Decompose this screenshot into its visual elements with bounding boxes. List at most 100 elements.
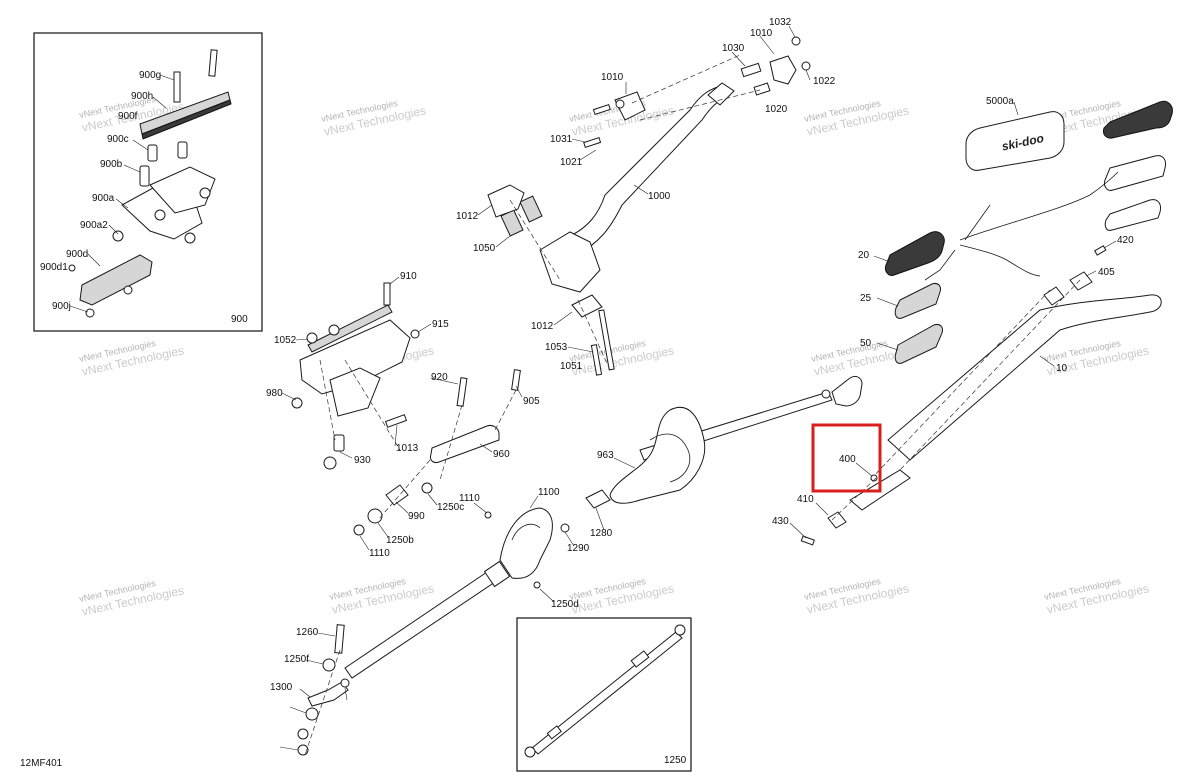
callout-1051: 1051	[560, 361, 583, 372]
rod-end-1250d	[307, 681, 349, 707]
callout-50: 50	[860, 338, 872, 349]
clamp-bolt	[615, 99, 625, 109]
lower-rod-end-stack: 1260 1250f 1300	[270, 624, 350, 756]
callout-10: 10	[1056, 363, 1068, 374]
bolt-1051	[598, 309, 615, 371]
column-cap	[707, 82, 735, 106]
callout-1030: 1030	[722, 43, 745, 54]
callout-1250b: 1280	[590, 528, 613, 539]
bushing-965	[367, 508, 383, 524]
grip-top	[1103, 100, 1173, 139]
steering-column-assembly: 1032 1010 1030 1010 1022 1020 1031 1021 …	[456, 17, 836, 376]
rod-end-bottom	[524, 746, 536, 758]
inset-1250: 1250	[516, 617, 692, 772]
figure-code: 12MF401	[20, 758, 63, 769]
heater-25	[894, 283, 941, 319]
clamp-405	[1069, 271, 1093, 291]
spacer-1052	[306, 332, 318, 344]
washer-905	[291, 397, 303, 409]
bolt-420	[1093, 245, 1107, 256]
washer-900a2	[112, 230, 124, 242]
spacer-930	[333, 434, 345, 452]
callout-1013: 1013	[396, 443, 419, 454]
inset-900-label: 900	[231, 314, 248, 325]
callout-900b: 900b	[100, 159, 123, 170]
handlebar-10	[887, 294, 1162, 461]
callout-1290: 1260	[296, 627, 319, 638]
callout-910: 910	[400, 271, 417, 282]
washer	[184, 232, 196, 244]
bracket-970	[385, 484, 409, 506]
callout-950: 1250c	[437, 502, 464, 513]
callout-963: 963	[597, 450, 614, 461]
callout-1052: 1052	[274, 335, 297, 346]
washer	[154, 209, 166, 221]
bushing-1050-b	[519, 195, 543, 223]
callout-990: 1110	[369, 548, 390, 559]
inset-900-frame	[33, 32, 263, 332]
nut-1250f	[340, 678, 350, 688]
callout-1053: 1053	[545, 342, 568, 353]
tie-rod-end	[831, 375, 863, 407]
steering-arm-963	[609, 406, 706, 504]
cover-50	[894, 324, 943, 364]
bolt-430	[800, 535, 815, 546]
handlebar-components: ski-doo 5000a 20 420 405 25 50	[858, 96, 1173, 481]
callout-1050: 1050	[473, 243, 496, 254]
rod-end-top	[674, 624, 686, 636]
grip-sleeve-b	[1104, 199, 1161, 231]
clamp-1012-top	[487, 184, 525, 218]
tie-rod-and-arm: 963	[597, 375, 863, 504]
callout-965: 1250b	[386, 535, 414, 546]
clamp-1010-right	[769, 55, 797, 85]
support-bracket-lower	[329, 367, 381, 417]
callout-1280: 1250f	[284, 654, 309, 665]
nut-1250c	[560, 523, 570, 533]
bolt-1110	[484, 511, 492, 519]
callout-1012-top: 1012	[456, 211, 479, 222]
inset-1250-frame	[516, 617, 692, 772]
highlight-box-400	[811, 423, 882, 493]
callout-900c: 900c	[107, 134, 129, 145]
callout-900j: 900j	[52, 301, 71, 312]
callout-430: 430	[772, 516, 789, 527]
callout-900a2: 900a2	[80, 220, 108, 231]
bolt-900g-top	[208, 49, 218, 77]
callout-1100: 1100	[538, 487, 560, 498]
callout-970: 990	[408, 511, 425, 522]
callout-410: 410	[797, 494, 814, 505]
washer	[199, 187, 211, 199]
bolt-1013	[384, 414, 408, 428]
bolt-980	[511, 369, 521, 391]
nut	[123, 285, 133, 295]
bolt-910	[383, 282, 391, 306]
tie-rod-1250	[531, 631, 683, 755]
inset-900: 900 900g 900h 900f 900c	[33, 32, 263, 332]
callout-420: 420	[1117, 235, 1134, 246]
callout-20: 20	[858, 250, 870, 261]
bolt-1053	[590, 344, 603, 376]
inset-1250-label: 1250	[664, 755, 687, 766]
plate-900d	[79, 254, 153, 306]
callout-920: 920	[431, 372, 448, 383]
rod-jam-nut	[546, 725, 562, 740]
callout-1012-bottom: 1012	[531, 321, 554, 332]
nut-915	[410, 329, 420, 339]
washer-1280	[322, 658, 336, 672]
callout-1000: 1000	[648, 191, 671, 202]
link-plate-960	[430, 425, 500, 463]
callout-1022: 1022	[813, 76, 836, 87]
callout-1031: 1031	[550, 134, 573, 145]
callout-25: 25	[860, 293, 872, 304]
bolt-1110-lower	[533, 581, 541, 589]
callout-1010-right: 1010	[750, 28, 773, 39]
shaft-collar	[483, 560, 511, 588]
callout-1021: 1021	[560, 157, 583, 168]
pin-900d1	[68, 264, 76, 272]
rail-bracket	[307, 304, 393, 353]
steering-arm	[539, 231, 601, 293]
callout-1032: 1032	[769, 17, 792, 28]
support-bracket	[299, 319, 411, 395]
nut-950	[421, 482, 433, 494]
